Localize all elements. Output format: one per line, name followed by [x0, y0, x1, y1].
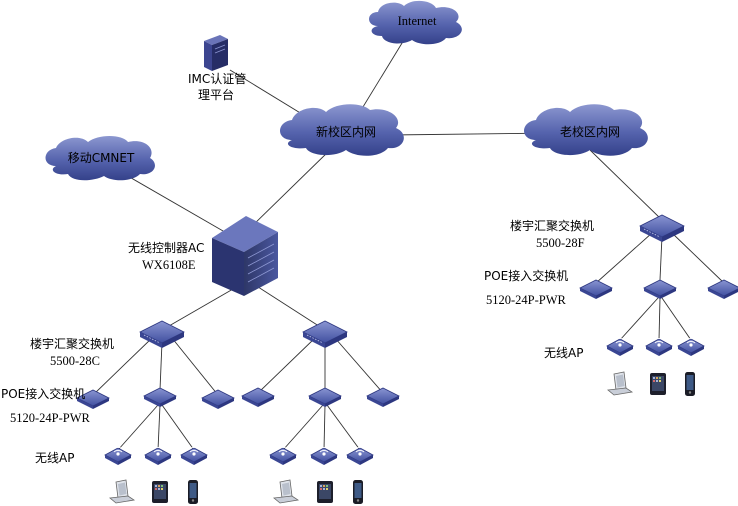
right-agg-label-line1: 楼宇汇聚交换机 — [510, 218, 594, 233]
left-ap-1-icon — [104, 446, 132, 466]
old-campus-label: 老校区内网 — [560, 124, 620, 139]
right-ap-1-icon — [606, 337, 634, 357]
links — [92, 29, 725, 451]
center-ap-3-icon — [346, 446, 374, 466]
left-tablet-icon — [152, 481, 168, 503]
left-agg-label-line2: 5500-28C — [50, 354, 100, 368]
right-ap-2-icon — [645, 337, 673, 357]
left-access-switch-2-icon — [143, 387, 177, 408]
right-ap-label: 无线AP — [544, 346, 583, 360]
left-aggregation-switch-icon — [139, 320, 185, 349]
left-ap-2-icon — [144, 446, 172, 466]
left-agg-label-line1: 楼宇汇聚交换机 — [30, 336, 114, 351]
right-tablet-icon — [650, 373, 666, 395]
left-laptop-icon — [109, 479, 135, 504]
left-poe-label-line2: 5120-24P-PWR — [10, 411, 91, 425]
right-access-switch-3-icon — [707, 279, 738, 300]
center-access-switch-2-icon — [308, 387, 342, 408]
left-access-switch-3-icon — [201, 389, 235, 410]
internet-cloud: Internet — [369, 0, 462, 45]
center-tablet-icon — [317, 481, 333, 503]
wireless-controller-icon — [212, 216, 278, 296]
imc-server-icon — [204, 35, 228, 71]
center-ap-1-icon — [269, 446, 297, 466]
new-campus-label: 新校区内网 — [316, 124, 376, 139]
mobile-cmnet-label: 移动CMNET — [68, 151, 135, 165]
right-access-switch-1-icon — [579, 279, 613, 300]
center-access-switch-3-icon — [366, 387, 400, 408]
internet-label: Internet — [398, 14, 437, 28]
center-ap-2-icon — [310, 446, 338, 466]
right-poe-label-line2: 5120-24P-PWR — [486, 293, 567, 307]
right-poe-label-line1: POE接入交换机 — [484, 268, 568, 283]
center-access-switch-1-icon — [241, 387, 275, 408]
right-access-switch-2-icon — [643, 279, 677, 300]
mobile-cmnet-cloud: 移动CMNET — [45, 136, 155, 181]
ac-label-line2: WX6108E — [142, 258, 196, 272]
left-ap-label: 无线AP — [35, 451, 74, 465]
center-phone-icon — [353, 480, 363, 504]
left-poe-label-line1: POE接入交换机 — [1, 386, 85, 401]
center-laptop-icon — [273, 479, 299, 504]
left-ap-3-icon — [180, 446, 208, 466]
new-campus-cloud: 新校区内网 — [280, 104, 404, 156]
right-agg-label-line2: 5500-28F — [536, 236, 585, 250]
left-phone-icon — [188, 480, 198, 504]
ac-label-line1: 无线控制器AC — [128, 241, 204, 255]
right-laptop-icon — [607, 371, 633, 396]
imc-label-line2: 理平台 — [198, 87, 234, 102]
old-campus-cloud: 老校区内网 — [524, 104, 648, 156]
right-phone-icon — [685, 372, 695, 396]
imc-label-line1: IMC认证管 — [188, 71, 246, 86]
right-ap-3-icon — [677, 337, 705, 357]
